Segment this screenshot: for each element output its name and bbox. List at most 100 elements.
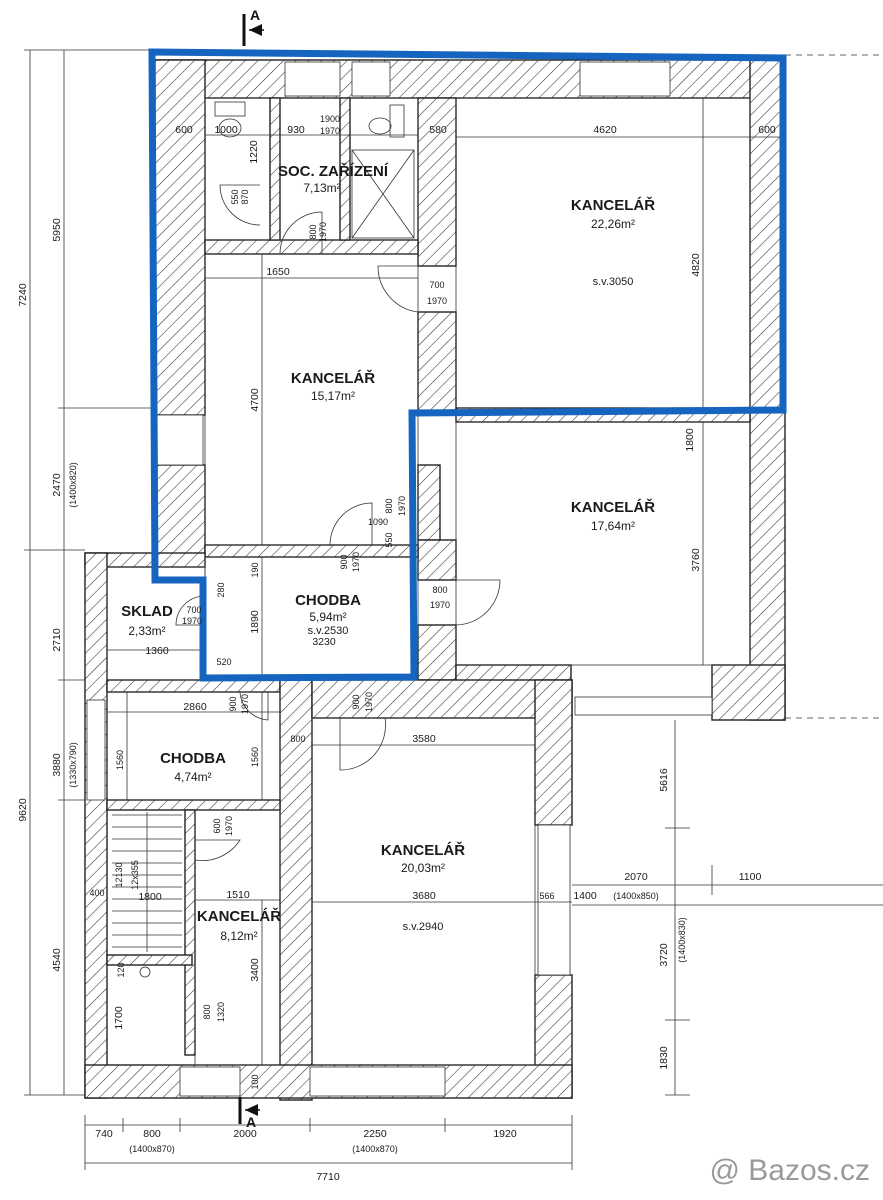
dim-mid-door-b: 1970 bbox=[397, 496, 407, 516]
dim-left-inner-4-sub: (1330x790) bbox=[68, 742, 78, 788]
wall-stair-bottom bbox=[106, 954, 193, 966]
dim-right-ext-f: 1830 bbox=[658, 1046, 670, 1070]
dim-stair-e: 120 bbox=[116, 962, 126, 977]
dim-kanc-lower-w-mid: 3680 bbox=[412, 890, 436, 902]
dim-chodba-lower-h1: 1560 bbox=[115, 750, 125, 770]
dim-kanc-top-right-h: 4820 bbox=[690, 253, 702, 277]
windows bbox=[86, 61, 713, 1097]
dim-top-f: 580 bbox=[429, 124, 447, 136]
dim-kanc-center-w: 1650 bbox=[266, 266, 290, 278]
room-area-kanc-mid-right: 17,64m² bbox=[591, 519, 635, 533]
dim-top-b: 1000 bbox=[214, 124, 238, 136]
dim-bottom-d: 2250 bbox=[363, 1128, 387, 1140]
dim-bottom-a: 740 bbox=[95, 1128, 113, 1140]
dim-chodba-lower-door-w: 900 bbox=[228, 696, 238, 711]
dim-chodba-lower-side: 800 bbox=[290, 734, 305, 744]
room-name-chodba-lower: CHODBA bbox=[160, 750, 226, 767]
dim-soc-b: 550 bbox=[230, 189, 240, 204]
highlight-outline bbox=[148, 48, 787, 682]
wall-kanc-lower-right-a bbox=[534, 679, 573, 826]
dim-kanc-center-door-h: 1970 bbox=[427, 296, 447, 306]
dim-mid-door-e: 900 bbox=[339, 554, 349, 569]
section-label-top: A bbox=[250, 7, 260, 23]
doors bbox=[175, 184, 501, 861]
dim-chodba-upper-e: 3230 bbox=[312, 636, 336, 648]
dim-top-h: 600 bbox=[758, 124, 776, 136]
dim-left-inner-2-sub: (1400x820) bbox=[68, 462, 78, 508]
dim-mid-door-f: 1970 bbox=[351, 552, 361, 572]
dim-bottom-d-sub: (1400x870) bbox=[352, 1144, 398, 1154]
wall-chodba-lower-bottom bbox=[106, 799, 281, 811]
wall-center-low2 bbox=[417, 624, 457, 681]
section-mark-top: A bbox=[242, 7, 264, 46]
dim-sklad-w: 1360 bbox=[145, 645, 169, 657]
dim-bottom-total: 7710 bbox=[316, 1171, 340, 1183]
dim-right-ext-d-sub: (1400x850) bbox=[613, 891, 659, 901]
dim-right-ext-c: 1100 bbox=[739, 871, 762, 883]
dim-left-inner-3: 2710 bbox=[51, 628, 63, 652]
wall-soc-bottom bbox=[204, 239, 419, 255]
wall-chodba-lower-top bbox=[106, 679, 281, 693]
dim-right-ext-e-sub: (1400x830) bbox=[677, 917, 687, 963]
room-name-kanc-center: KANCELÁŘ bbox=[291, 369, 375, 387]
room-name-soc: SOC. ZAŘÍZENÍ bbox=[278, 162, 389, 180]
dim-kanc-small-bottom: 100 bbox=[250, 1074, 260, 1089]
room-name-kanc-top-right: KANCELÁŘ bbox=[571, 196, 655, 214]
dim-kanc-mid-right-h: 3760 bbox=[690, 548, 702, 572]
dim-right-ext-a: 5616 bbox=[658, 768, 670, 792]
dim-stair-b: 12x355 bbox=[130, 860, 140, 890]
room-name-sklad: SKLAD bbox=[121, 603, 173, 620]
dim-kanc-mid-right-door-w: 800 bbox=[432, 585, 447, 595]
dim-kanc-lower-side: 566 bbox=[539, 891, 554, 901]
dim-left-outer-1: 7240 bbox=[17, 283, 29, 307]
room-sv-kanc-top-right: s.v.3050 bbox=[593, 276, 634, 288]
room-area-kanc-top-right: 22,26m² bbox=[591, 217, 635, 231]
dim-soc-c: 870 bbox=[240, 189, 250, 204]
dim-kanc-lower-w-top: 3580 bbox=[412, 733, 436, 745]
dim-kanc-small-h: 3400 bbox=[249, 958, 261, 982]
room-area-soc: 7,13m² bbox=[303, 181, 340, 195]
room-area-kanc-center: 15,17m² bbox=[311, 389, 355, 403]
room-name-kanc-small: KANCELÁŘ bbox=[197, 907, 281, 925]
dimension-lines bbox=[24, 49, 883, 1170]
room-sv-chodba-upper: s.v.2530 bbox=[308, 625, 349, 637]
room-name-kanc-lower-right: KANCELÁŘ bbox=[381, 841, 465, 859]
dim-chodba-upper-c: 1890 bbox=[249, 610, 261, 634]
wall-center-mid bbox=[417, 311, 457, 413]
dim-bottom-e: 1920 bbox=[493, 1128, 517, 1140]
dim-right-ext-b: 2070 bbox=[624, 871, 648, 883]
dim-bottom-c: 2000 bbox=[233, 1128, 257, 1140]
dim-kanc-small-w: 1510 bbox=[226, 889, 250, 901]
dim-left-outer-2: 9620 bbox=[17, 798, 29, 822]
wall-center-low bbox=[417, 539, 457, 581]
dim-mid-door-c: 1090 bbox=[368, 517, 388, 527]
wall-left-lower bbox=[84, 552, 108, 1099]
section-label-bottom: A bbox=[246, 1114, 256, 1130]
dim-kanc-center-h: 4700 bbox=[249, 388, 261, 412]
dim-chodba-upper-d: 520 bbox=[216, 657, 231, 667]
dim-top-g: 4620 bbox=[593, 124, 617, 136]
dim-chodba-upper-b: 190 bbox=[250, 562, 260, 577]
floor-drain-icon bbox=[139, 966, 151, 978]
dim-soc-a: 1220 bbox=[248, 140, 260, 164]
dim-sklad-door-h: 1970 bbox=[182, 616, 202, 626]
dim-bottom-b-sub: (1400x870) bbox=[129, 1144, 175, 1154]
room-sv-kanc-lower-right: s.v.2940 bbox=[403, 921, 444, 933]
wall-right-low bbox=[711, 664, 786, 721]
dim-chodba-lower-h2: 1560 bbox=[250, 747, 260, 767]
dim-sklad-door-w: 700 bbox=[186, 605, 201, 615]
dim-bottom-b: 800 bbox=[143, 1128, 161, 1140]
dim-mid-door-a: 800 bbox=[384, 498, 394, 513]
dim-stair-a: 12130 bbox=[114, 862, 124, 887]
dim-chodba-lower-door-h: 1970 bbox=[240, 694, 250, 714]
dim-stair-c: 400 bbox=[89, 888, 104, 898]
room-name-kanc-mid-right: KANCELÁŘ bbox=[571, 498, 655, 516]
dim-stair-d: 1800 bbox=[138, 891, 162, 903]
wall-left-upper bbox=[154, 59, 206, 416]
dim-top-c: 930 bbox=[287, 124, 305, 136]
room-name-chodba-upper: CHODBA bbox=[295, 592, 361, 609]
stairs bbox=[112, 812, 182, 952]
dim-left-inner-1: 5950 bbox=[51, 218, 63, 242]
dim-top-e: 1970 bbox=[320, 126, 340, 136]
